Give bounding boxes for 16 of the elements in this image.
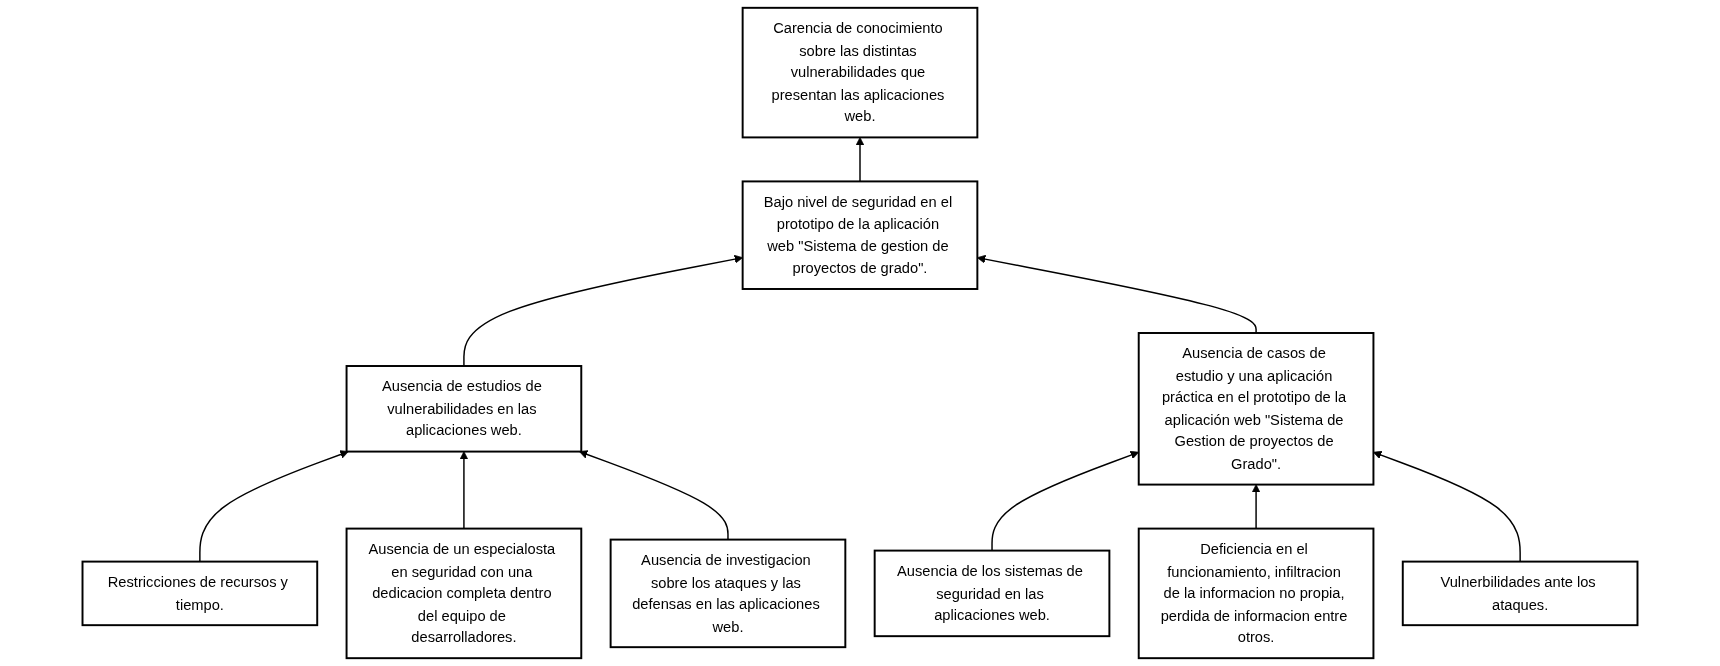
node-box: Vulnerbilidades ante los ataques. bbox=[1401, 560, 1639, 627]
arrow bbox=[579, 450, 729, 541]
node-box: Ausencia de los sistemas de seguridad en las aplicaciones web. bbox=[873, 549, 1111, 638]
node-box: Deficiencia en el funcionamiento, infiltracion de la informacion no propia, perdida de informacion entre otros. bbox=[1137, 527, 1375, 660]
arrow bbox=[459, 451, 469, 530]
arrow bbox=[855, 137, 865, 183]
node-box: Ausencia de casos de estudio y una aplicación práctica en el prototipo de la aplicación web "Sistema de Gestion de proyectos de Grado". bbox=[1137, 332, 1375, 486]
node-box: Restricciones de recursos y tiempo. bbox=[81, 560, 319, 627]
arrow bbox=[1251, 484, 1261, 530]
node-box: Bajo nivel de seguridad en el prototipo de la aplicación web "Sistema de gestion de proyectos de grado". bbox=[741, 180, 979, 290]
node-box: Carencia de conocimiento sobre las distintas vulnerabilidades que presentan las aplicaciones web. bbox=[741, 6, 979, 139]
arrow bbox=[1373, 450, 1521, 563]
arrow bbox=[199, 450, 349, 563]
node-box: Ausencia de un especialosta en seguridad con una dedicacion completa dentro del equipo de desarrolladores. bbox=[345, 527, 583, 660]
node-box: Ausencia de investigacion sobre los ataques y las defensas en las aplicaciones web. bbox=[609, 538, 847, 649]
node-box: Ausencia de estudios de vulnerabilidades en las aplicaciones web. bbox=[345, 365, 583, 453]
